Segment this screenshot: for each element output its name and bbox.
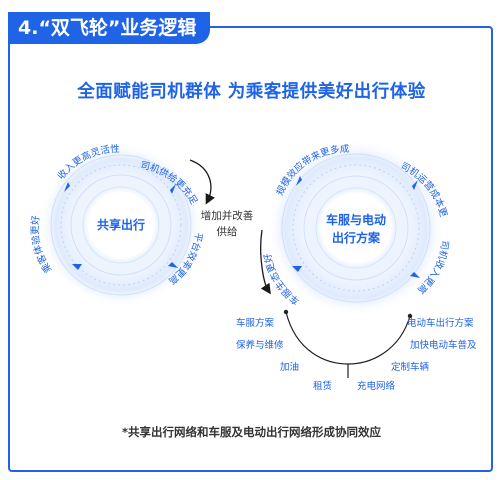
service-left-2: 保养与维修 xyxy=(236,339,284,351)
ring-arrow-icon xyxy=(412,180,418,190)
section-title: 4.“双飞轮”业务逻辑 xyxy=(8,12,211,44)
service-right-3: 定制车辆 xyxy=(391,361,430,373)
footnote: *共享出行网络和车服及电动出行网络形成协同效应 xyxy=(121,425,381,439)
right-wheel-center-line1: 车服与电动 xyxy=(326,212,386,227)
bracket-end-dot xyxy=(283,309,289,315)
service-left-1: 车服方案 xyxy=(236,317,275,329)
service-right-2: 加快电动车普及 xyxy=(410,339,477,351)
service-left-3: 加油 xyxy=(280,361,299,373)
right-wheel-center-line2: 出行方案 xyxy=(332,230,381,245)
left-wheel-center-label: 共享出行 xyxy=(97,217,145,232)
ring-arrow-icon xyxy=(64,182,70,192)
content-frame xyxy=(8,26,493,472)
connector-label-line1: 增加并改善 xyxy=(201,209,254,222)
service-right-1: 电动车出行方案 xyxy=(407,317,474,329)
ring-arrow-icon xyxy=(168,262,178,268)
bracket-end-dot xyxy=(407,313,413,319)
headline: 全面赋能司机群体 为乘客提供美好出行体验 xyxy=(77,82,426,102)
connector-arrow-bottom xyxy=(260,229,271,295)
left-flywheel: 共享出行 司机供给更充足 平台效率更高 乘客体验更好 收入更高灵活性更大 xyxy=(0,0,204,307)
ring-arrow-icon xyxy=(410,272,420,278)
ring-arrow-icon xyxy=(292,266,302,272)
service-left-4: 租赁 xyxy=(313,380,332,392)
ring-arrow-icon xyxy=(170,184,176,194)
left-ring-label: 收入更高灵活性更大 xyxy=(0,0,121,182)
connector-arrow-top xyxy=(189,159,215,205)
service-right-4: 充电网络 xyxy=(357,380,396,392)
ring-arrow-icon xyxy=(72,264,82,270)
connector-label-line2: 供给 xyxy=(217,225,238,238)
services-bracket xyxy=(285,311,411,365)
ring-arrow-icon xyxy=(296,176,302,186)
